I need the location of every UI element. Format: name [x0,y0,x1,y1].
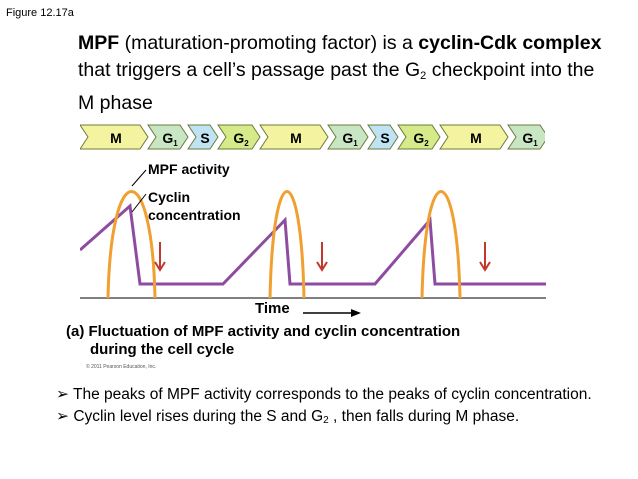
arrow-bullet-icon: ➢ [56,408,69,425]
phase-segment-g1 [327,124,369,150]
bullet-2-text-1: Cyclin level rises during the S and G [73,408,324,425]
mpf-label-pointer [131,169,147,187]
phase-segment-g2 [217,124,261,150]
title-text-1: (maturation-promoting factor) is a [119,32,419,54]
bullet-item-2: ➢ Cyclin level rises during the S and G2… [56,406,626,432]
phase-label: M [290,130,302,146]
cyclin-concentration-curve [80,203,546,286]
decline-arrow-icon [479,242,491,272]
phase-segment-m [259,124,329,150]
phase-segment-g1 [147,124,189,150]
title-text-2: that triggers a cell’s passage past the … [78,59,421,81]
phase-segment-m [439,124,509,150]
cyclin-label-line2: concentration [148,207,241,223]
phase-label-sub: 2 [424,139,429,148]
cyclin-line [80,203,546,286]
slide-title: MPF (maturation-promoting factor) is a c… [78,30,608,117]
cyclin-label-pointer [131,193,147,213]
bullet-2-sub: 2 [323,415,329,426]
phase-segment-g1 [507,124,545,150]
mpf-peak-3 [420,190,462,299]
phase-segment-s [367,124,399,150]
phase-label-sub: 1 [533,139,538,148]
mpf-decline-arrows [154,242,491,272]
caption-line-1: (a) Fluctuation of MPF activity and cycl… [66,323,461,340]
decline-arrow-icon [154,242,166,272]
phase-label-sub: 1 [173,139,178,148]
cyclin-label-line1: Cyclin [148,189,190,205]
phase-segment-m [80,124,149,150]
caption-line-2: during the cell cycle [90,341,235,358]
arrow-bullet-icon: ➢ [56,386,69,403]
phase-segment-s [187,124,219,150]
mpf-activity-curve [106,190,462,299]
x-axis-label: Time [255,300,290,317]
phase-label: S [200,130,209,146]
phase-label: M [110,130,122,146]
copyright-note: © 2011 Pearson Education, Inc. [86,364,157,370]
decline-arrow-icon [316,242,328,272]
bullet-list: ➢ The peaks of MPF activity corresponds … [56,384,626,432]
time-arrow-icon [303,309,361,317]
title-mpf: MPF [78,32,120,54]
bullet-item-1: ➢ The peaks of MPF activity corresponds … [56,384,626,406]
phase-label: M [470,130,482,146]
bullet-1-text: The peaks of MPF activity corresponds to… [73,386,592,403]
figure-label: Figure 12.17a [6,7,74,19]
mpf-peak-2 [268,190,306,299]
phase-label-sub: 1 [353,139,358,148]
bullet-2-text-2: , then falls during M phase. [328,408,520,425]
phase-segment-g2 [397,124,441,150]
title-text-3: checkpoint into the M phase [78,59,595,114]
mpf-peak-1 [106,190,157,299]
title-g2-sub: 2 [420,70,427,82]
phase-label: S [380,130,389,146]
figure-caption: (a) Fluctuation of MPF activity and cycl… [66,323,460,359]
mpf-activity-label: MPF activity [148,161,230,177]
title-cyclin-cdk: cyclin-Cdk complex [418,32,602,54]
mpf-cyclin-diagram: MPF activity Cyclin concentration [80,161,546,299]
phase-label-sub: 2 [244,139,249,148]
